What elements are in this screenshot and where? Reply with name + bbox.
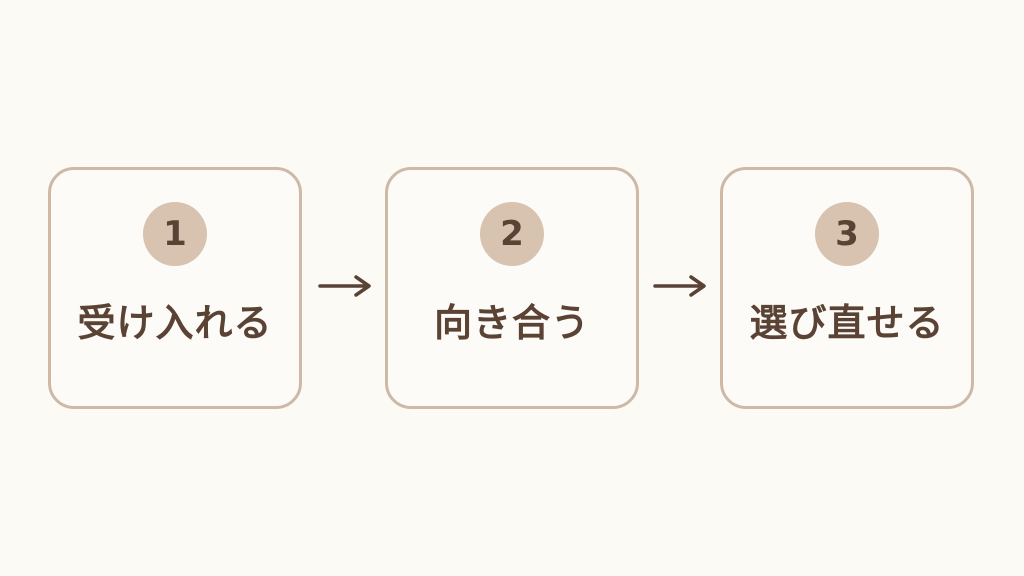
step-box-face: 2 向き合う xyxy=(385,167,639,409)
step-label: 選び直せる xyxy=(749,301,945,345)
arrow-right-icon xyxy=(318,275,371,297)
step-number-badge: 2 xyxy=(480,202,544,266)
step-box-rechoose: 3 選び直せる xyxy=(720,167,974,409)
step-number-badge: 3 xyxy=(815,202,879,266)
arrow-right-icon xyxy=(653,275,706,297)
step-number-badge: 1 xyxy=(143,202,207,266)
step-label: 向き合う xyxy=(433,301,590,345)
step-box-accept: 1 受け入れる xyxy=(48,167,302,409)
step-label: 受け入れる xyxy=(77,301,273,345)
